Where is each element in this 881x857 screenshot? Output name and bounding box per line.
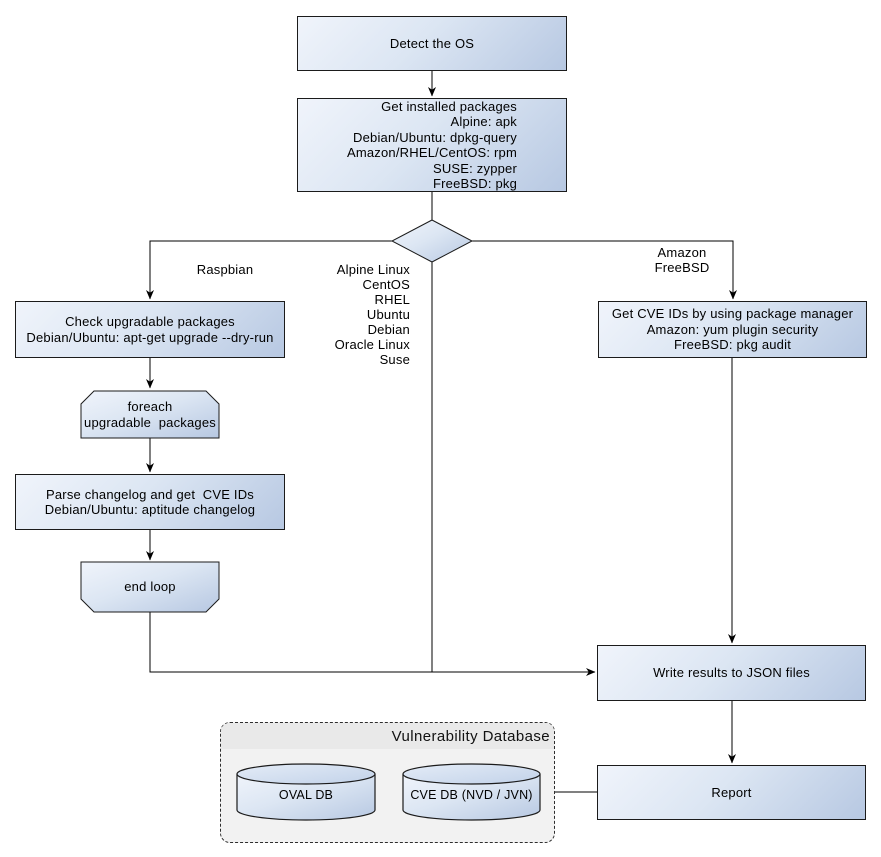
node-get-cve-ids: Get CVE IDs by using package manager Ama… [598,301,867,358]
node-detect-os-label: Detect the OS [389,35,475,51]
connector-endloop-to-write-results [149,612,596,676]
node-parse-changelog-label: Parse changelog and get CVE IDs Debian/U… [44,486,256,518]
node-get-installed-packages: Get installed packages Alpine: apk Debia… [297,98,567,192]
end-loop-label: end loop [124,579,176,595]
edge-label-raspbian: Raspbian [196,262,254,277]
node-write-results: Write results to JSON files [597,645,866,701]
node-report: Report [597,765,866,820]
edge-label-amazon-freebsd: Amazon FreeBSD [654,245,710,275]
edge-label-os-list: Alpine Linux CentOS RHEL Ubuntu Debian O… [334,262,410,367]
node-report-label: Report [711,784,752,800]
vulnerability-database-group-header: Vulnerability Database [221,723,554,749]
cve-db-cylinder-top [402,763,541,785]
node-get-cve-ids-label: Get CVE IDs by using package manager Ama… [611,306,854,353]
oval-db-label: OVAL DB [278,788,334,803]
connector-decision-to-check-upgradable [146,240,392,300]
end-loop-shape [80,561,220,613]
oval-db-cylinder-top [236,763,376,785]
end-loop-label-container: end loop [81,562,219,612]
oval-db-cylinder [236,763,376,821]
foreach-loop-shape [80,390,220,439]
node-check-upgradable-packages-label: Check upgradable packages Debian/Ubuntu:… [26,314,274,345]
foreach-loop-label-container: foreach upgradable packages [81,391,219,438]
cve-db-label-container: CVE DB (NVD / JVN) [403,782,540,810]
os-decision-diamond [390,219,474,263]
oval-db-label-container: OVAL DB [237,782,375,810]
vulnerability-database-title: Vulnerability Database [391,727,550,745]
node-write-results-label: Write results to JSON files [653,665,810,681]
node-detect-os: Detect the OS [297,16,567,71]
foreach-loop-label: foreach upgradable packages [84,399,216,430]
cve-db-label: CVE DB (NVD / JVN) [410,788,533,803]
node-parse-changelog: Parse changelog and get CVE IDs Debian/U… [15,474,285,530]
connector-decision-to-get-cve-ids [472,240,737,300]
node-check-upgradable-packages: Check upgradable packages Debian/Ubuntu:… [15,301,285,358]
cve-db-cylinder [402,763,541,821]
node-get-installed-packages-label: Get installed packages Alpine: apk Debia… [346,98,518,192]
